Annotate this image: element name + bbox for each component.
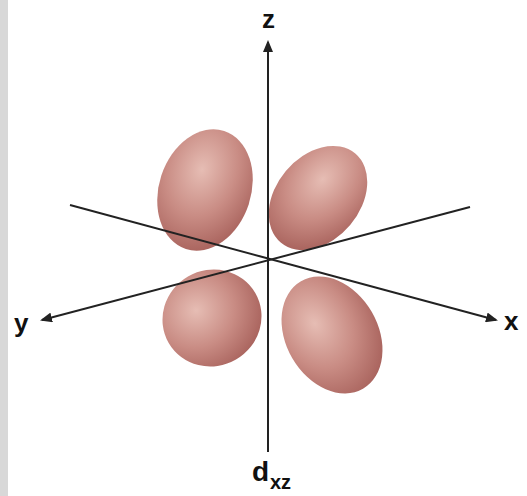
orbital-lobes bbox=[142, 117, 403, 412]
orbital-symbol: d bbox=[252, 458, 269, 486]
orbital-subscript: xz bbox=[270, 472, 291, 492]
edge-strip bbox=[0, 0, 8, 496]
axes bbox=[42, 42, 496, 452]
axis-label: x bbox=[504, 308, 518, 334]
axis-label: z bbox=[262, 6, 275, 32]
axis-label: y bbox=[14, 310, 28, 336]
